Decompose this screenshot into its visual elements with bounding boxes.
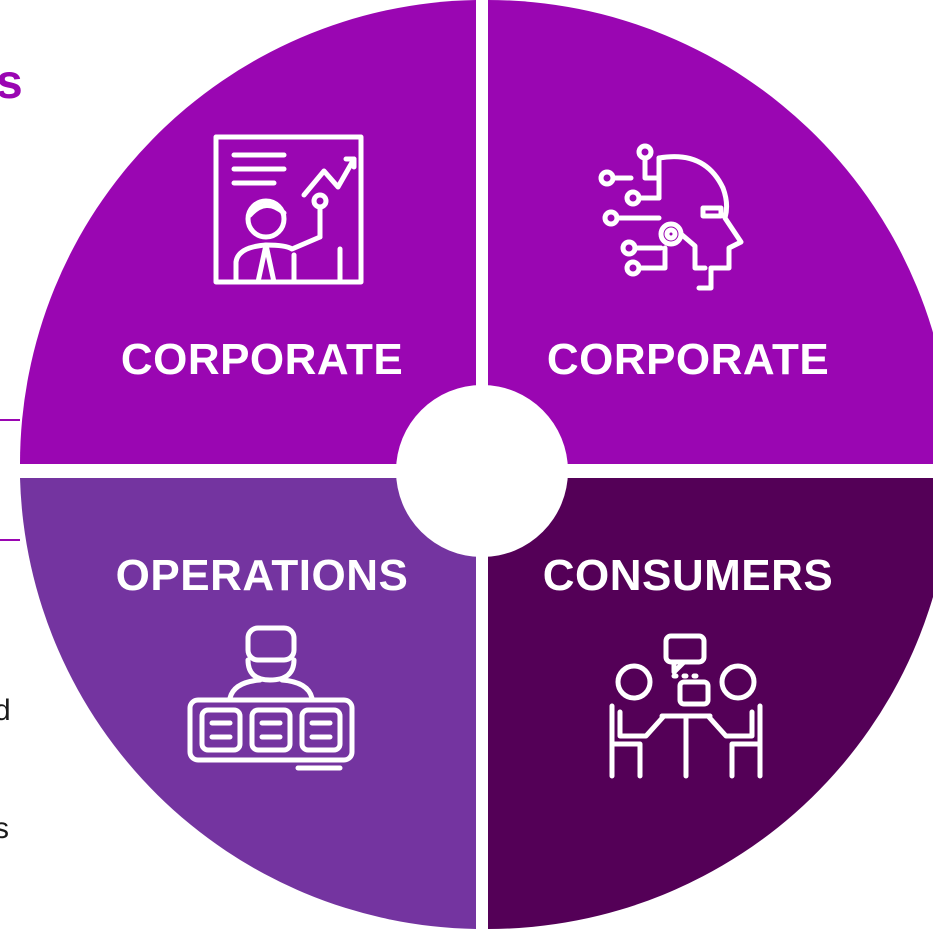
presentation-icon xyxy=(213,134,364,285)
cropped-heading-fragment: s xyxy=(0,56,23,109)
quadrant-bottom-left xyxy=(20,478,476,929)
quadrant-top-left-label: CORPORATE xyxy=(121,335,403,384)
quadrant-bottom-right-label: CONSUMERS xyxy=(543,551,834,600)
control-panel-icon xyxy=(187,625,355,771)
quadrant-top-left xyxy=(19,0,476,464)
cropped-body-fragment-2: s xyxy=(0,812,9,845)
quadrant-bottom-right xyxy=(488,478,933,929)
quadrant-bottom-left-label: OPERATIONS xyxy=(116,551,409,600)
meeting-icon xyxy=(609,633,763,779)
cropped-body-fragment-1: d xyxy=(0,694,11,727)
center-hub xyxy=(396,385,568,557)
quadrant-top-right-label: CORPORATE xyxy=(547,335,829,384)
quadrant-top-right xyxy=(488,0,933,464)
ai-head-icon xyxy=(598,143,744,291)
